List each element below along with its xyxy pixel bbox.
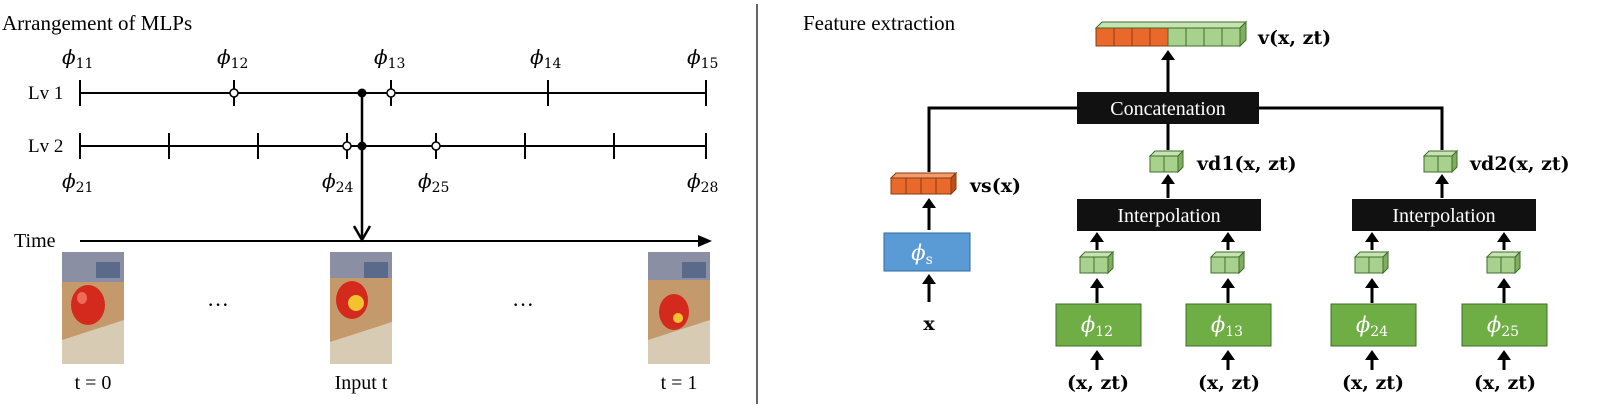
vd1-feature-vector <box>1148 149 1185 174</box>
input-label-1: (x, zt) <box>1067 372 1129 394</box>
phi-s-label: ϕs <box>911 241 933 268</box>
x-up-arrowhead <box>922 274 936 284</box>
mlp-output-vectors <box>1078 250 1522 275</box>
input-label-4: (x, zt) <box>1474 372 1536 394</box>
vs-label: vs(x) <box>969 175 1021 197</box>
concatenation-label: Concatenation <box>1110 98 1226 120</box>
mlp-label-phi25: ϕ25 <box>1487 313 1519 340</box>
frame-label-start: t = 0 <box>75 372 112 394</box>
concatenation-box <box>1077 92 1259 124</box>
interpolation-box-1 <box>1077 199 1261 231</box>
mlp-box-phi12 <box>1055 303 1142 347</box>
input-label-2: (x, zt) <box>1198 372 1260 394</box>
vector-to-interp-arrowheads <box>1090 232 1511 242</box>
vs-feature-vector <box>889 171 958 196</box>
interpolation-box-2 <box>1352 199 1536 231</box>
mlp-to-vector-arrowheads <box>1090 278 1511 288</box>
mlp-box-phi24 <box>1330 303 1417 347</box>
lv2-phi-25: ϕ25 <box>418 169 449 196</box>
vector-to-interp-arrows <box>1095 240 1506 250</box>
input-label-3: (x, zt) <box>1342 372 1404 394</box>
frame-label-input: Input t <box>335 372 388 394</box>
interp1-up-arrowhead <box>1161 174 1175 184</box>
interp2-up-arrowhead <box>1435 174 1449 184</box>
vd2-label: vd2(x, zt) <box>1469 153 1570 175</box>
mlp-label-phi13: ϕ13 <box>1211 313 1243 340</box>
video-frame-end <box>648 252 710 364</box>
input-arrows <box>1095 356 1506 370</box>
lv1-open-dot <box>386 88 396 98</box>
vs-connector <box>927 106 1077 172</box>
lv1-label: Lv 1 <box>28 83 63 104</box>
lv1-phi-13: ϕ13 <box>374 45 405 72</box>
video-frame-input <box>330 252 392 364</box>
right-panel-title: Feature extraction <box>803 11 956 35</box>
time-label: Time <box>14 230 56 252</box>
interpolation-label-1: Interpolation <box>1117 205 1220 227</box>
phi-s-box <box>883 232 971 272</box>
mlp-to-vector-arrows <box>1095 284 1506 303</box>
ellipsis-left: ··· <box>207 292 229 317</box>
mlp-label-phi24: ϕ24 <box>1356 313 1388 340</box>
output-vector-label: v(x, zt) <box>1257 27 1331 49</box>
lv2-open-dot <box>342 141 352 151</box>
concat-up-arrowhead <box>1161 50 1175 60</box>
lv1-phi-14: ϕ14 <box>530 45 562 72</box>
lv2-phi-24: ϕ24 <box>322 169 354 196</box>
lv2-label: Lv 2 <box>28 136 63 157</box>
ellipsis-right: ··· <box>512 292 534 317</box>
output-feature-vector <box>1094 20 1248 48</box>
vd2-feature-vector <box>1422 149 1459 174</box>
lv1-phi-12: ϕ12 <box>217 45 248 72</box>
lv2-phi-21: ϕ21 <box>62 169 93 196</box>
lv1-open-dot <box>229 88 239 98</box>
mlp-label-phi12: ϕ12 <box>1081 313 1113 340</box>
input-arrowheads <box>1090 350 1511 360</box>
vd2-connector <box>1259 106 1444 150</box>
left-panel-title: Arrangement of MLPs <box>2 11 192 35</box>
frame-label-end: t = 1 <box>661 372 698 394</box>
phis-up-arrowhead <box>922 198 936 208</box>
x-input-label: x <box>923 313 935 335</box>
vd1-label: vd1(x, zt) <box>1196 153 1297 175</box>
mlp-box-phi25 <box>1461 303 1548 347</box>
lv2-open-dot <box>431 141 441 151</box>
lv1-phi-11: ϕ11 <box>62 45 93 72</box>
lv2-phi-28: ϕ28 <box>687 169 718 196</box>
video-frame-start <box>62 252 124 364</box>
time-axis-arrowhead <box>698 235 712 247</box>
interpolation-label-2: Interpolation <box>1392 205 1495 227</box>
mlp-box-phi13 <box>1185 303 1272 347</box>
lv1-phi-15: ϕ15 <box>687 45 718 72</box>
